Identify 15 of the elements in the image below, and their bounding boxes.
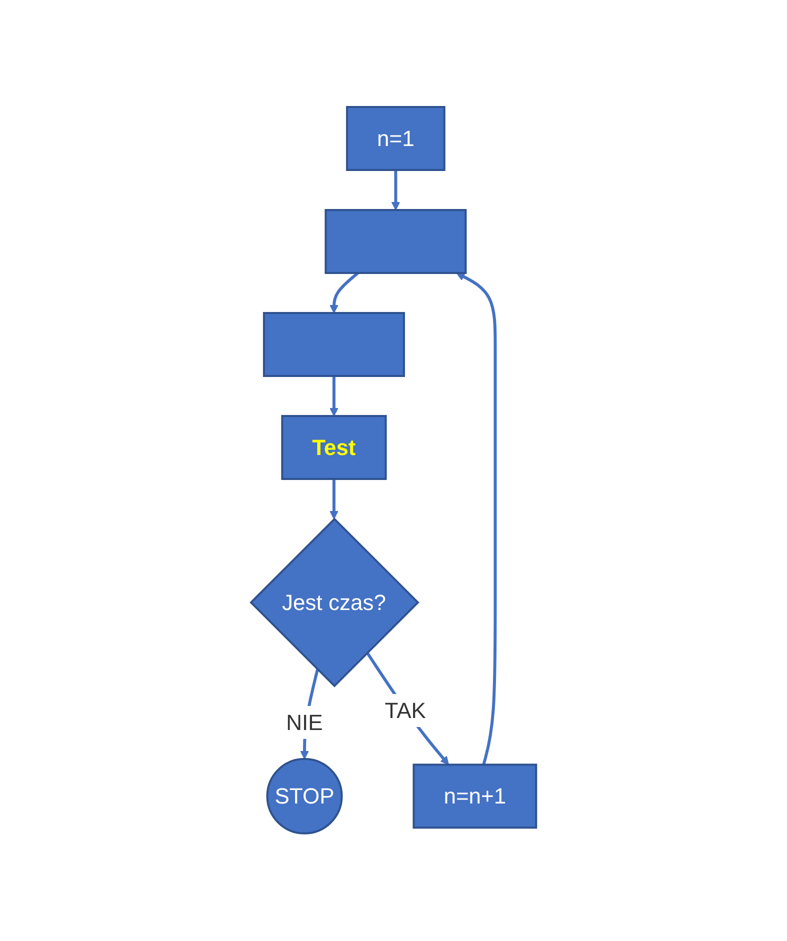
- node-box: Test: [281, 415, 387, 480]
- arrow: [366, 652, 449, 766]
- arrow: [330, 376, 338, 417]
- node-circle: STOP: [266, 758, 343, 835]
- node-box: [324, 209, 467, 274]
- arrow: [330, 272, 359, 314]
- node-box: n=n+1: [412, 764, 538, 829]
- node-box: [262, 312, 405, 378]
- node-diamond: Jest czas?: [250, 518, 420, 688]
- arrow: [330, 479, 338, 520]
- arrow: [456, 272, 497, 766]
- edge-label: TAK: [384, 698, 426, 724]
- node-box: n=1: [346, 106, 446, 172]
- arrow: [391, 170, 400, 211]
- edge-label: NIE: [286, 710, 323, 736]
